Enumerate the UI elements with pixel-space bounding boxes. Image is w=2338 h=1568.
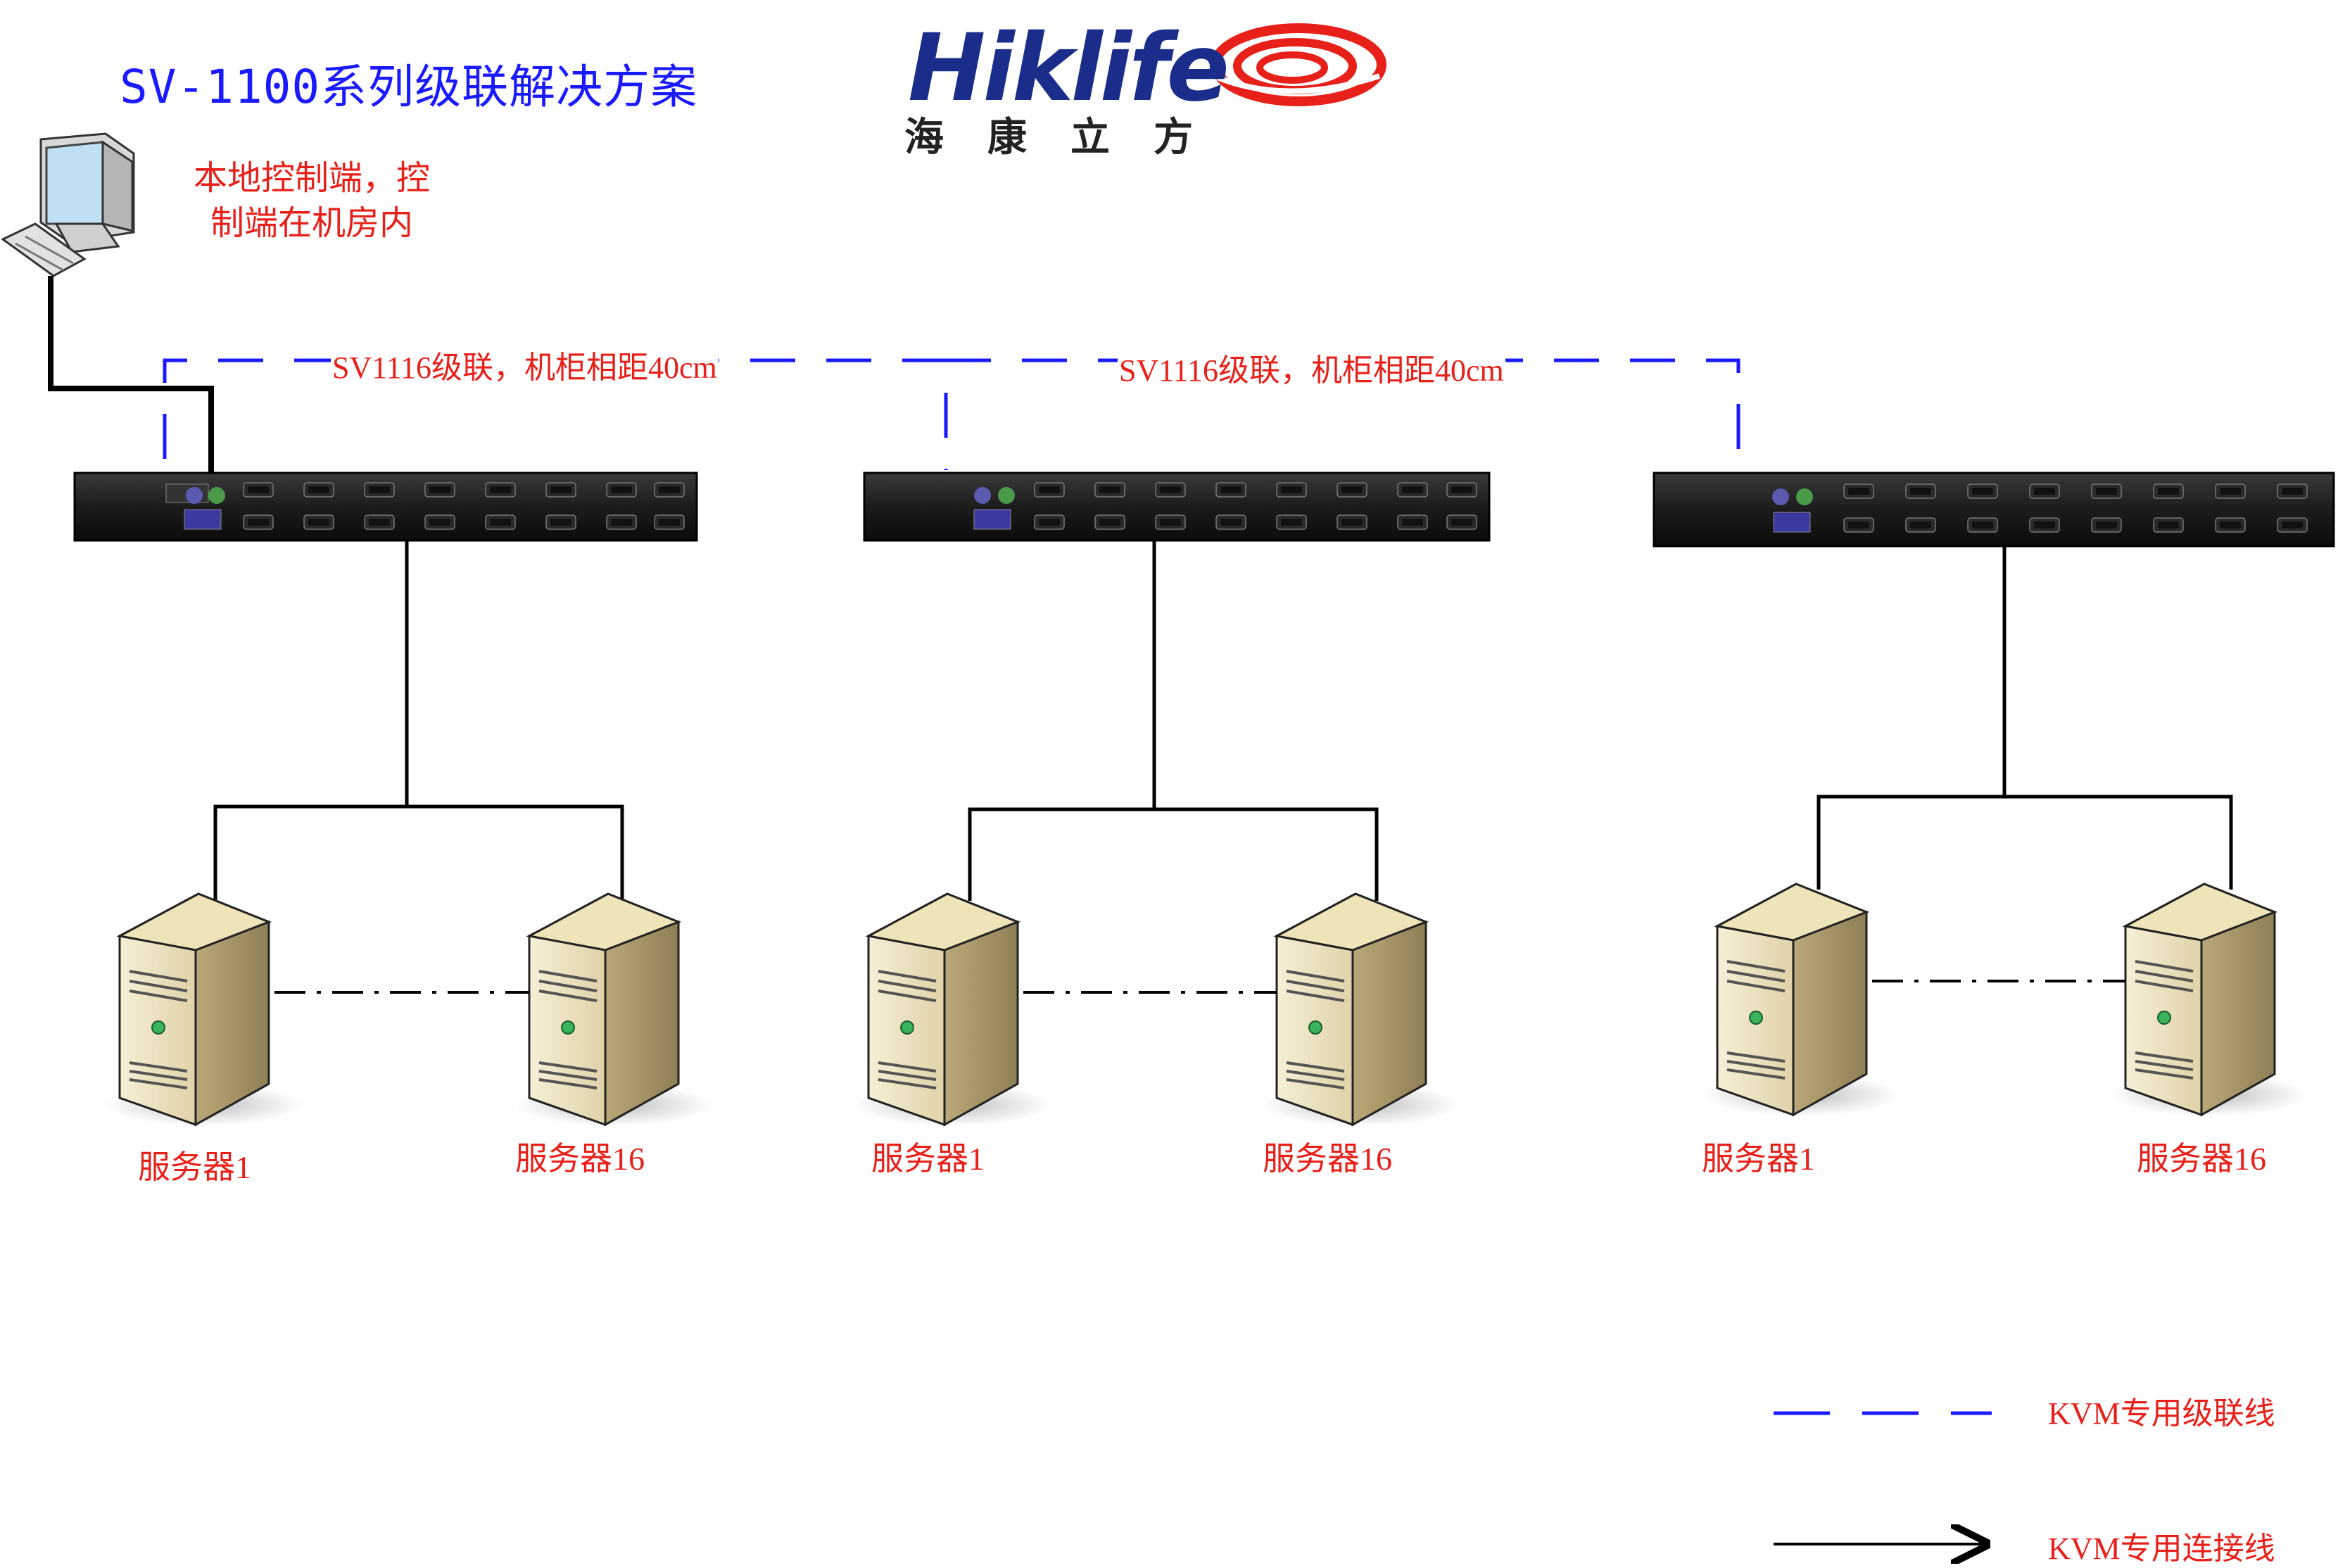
kvm-switch [73,472,698,542]
kvm-switch [863,472,1491,542]
logo-swirl-icon [1211,23,1386,106]
server-label: 服务器1 [871,1141,985,1177]
cascade-label: SV1116级联，机柜相距40cm [331,342,719,387]
server-icon [1261,892,1461,1127]
page-title: SV-1100系列级联解决方案 [120,60,698,114]
console-connection-line [48,276,214,473]
connection-line [213,540,2233,901]
legend-label-cascade: KVM专用级联线 [2048,1396,2275,1431]
server-label: 服务器16 [515,1141,645,1177]
cascade-label: SV1116级联，机柜相距40cm [1118,345,1505,390]
server-label: 服务器16 [1263,1141,1392,1177]
server-label: 服务器1 [1702,1141,1815,1177]
legend-label-connection: KVM专用连接线 [2048,1531,2275,1566]
server-icon [104,892,304,1127]
server-label: 服务器16 [2137,1141,2266,1177]
logo-subtitle: 海康立方 [904,115,1237,160]
server-icon [853,892,1053,1127]
console-note: 本地控制端，控制端在机房内 [193,160,430,242]
computer-icon [1,132,135,277]
logo-brand: Hiklife [908,14,1230,122]
server-icon [1702,883,1902,1118]
server-label: 服务器1 [138,1149,251,1185]
kvm-switch [1653,472,2335,548]
server-icon [514,892,714,1127]
server-icon [2110,883,2310,1118]
server-range-line [274,980,2125,994]
